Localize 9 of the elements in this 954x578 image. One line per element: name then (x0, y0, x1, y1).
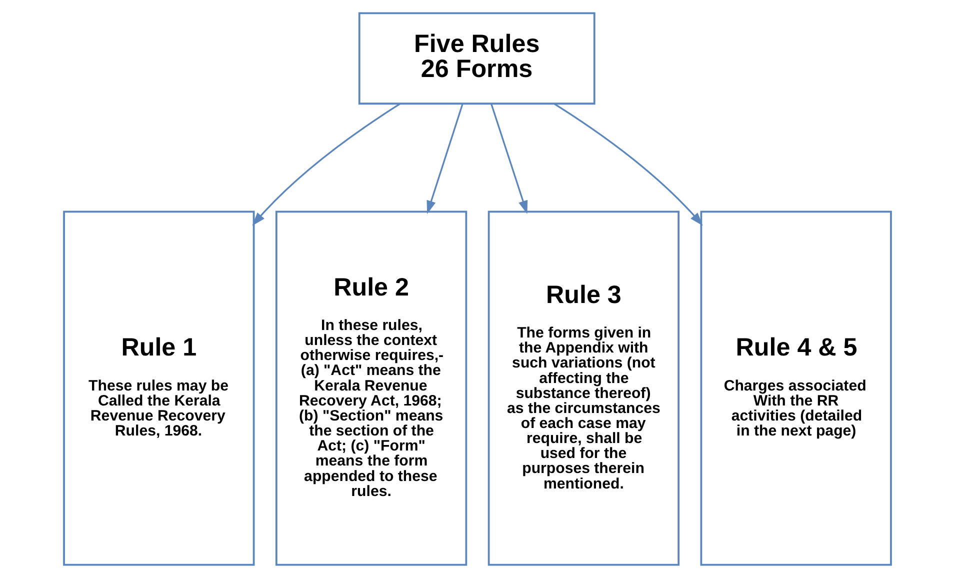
arrow (490, 104, 528, 214)
node-box: Rule 3 The forms given in the Appendix with such variations (not affecting the substance thereof) as the circumstances of each case may require, shall be used for the purposes therein mentioned. (487, 210, 680, 566)
arrow (426, 104, 463, 214)
node-box: Rule 1 These rules may be Called the Kerala Revenue Recovery Rules, 1968. (62, 210, 254, 566)
node-box: Rule 4 & 5 Charges associated With the RR activities (detailed in the next page) (700, 210, 892, 566)
arrow (554, 103, 702, 226)
node-box: Five Rules 26 Forms (358, 12, 595, 105)
arrow (252, 103, 400, 226)
node-box: Rule 2 In these rules, unless the context otherwise requires,- (a) "Act" means the Kerala Revenue Recovery Act, 1968; (b) "Section" means the section of the Act; (c) "Form" means the form appended to these rules. (274, 210, 467, 566)
